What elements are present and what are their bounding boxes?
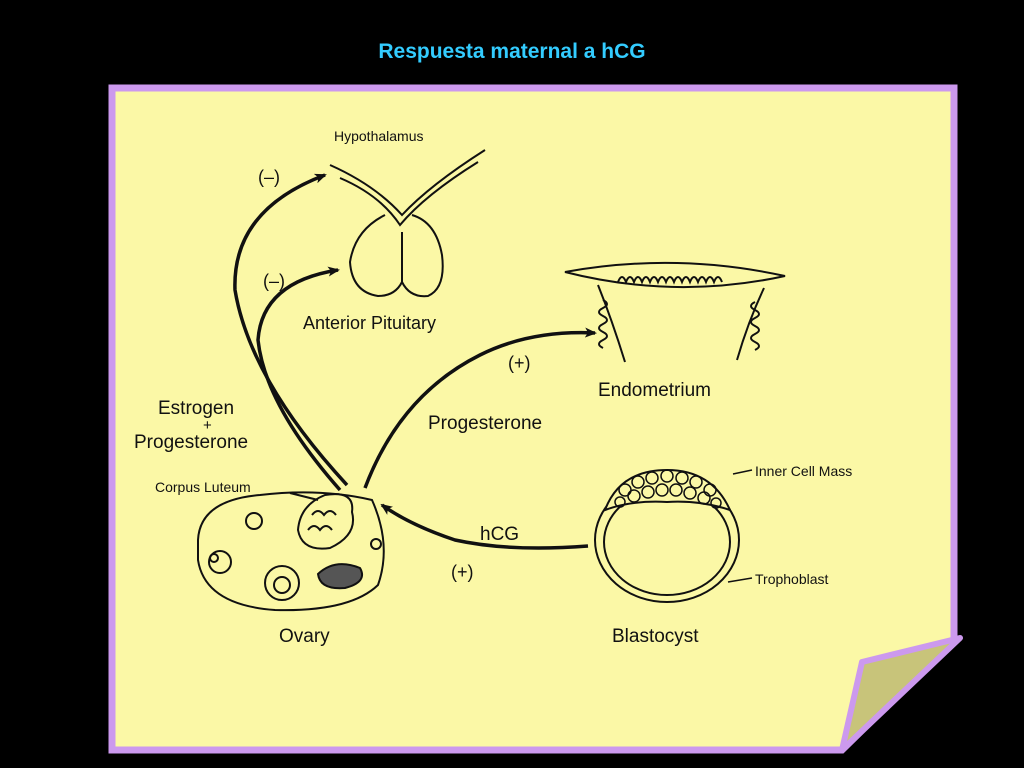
- pos-sign-endometrium: (+): [508, 353, 531, 373]
- arrow-to-pituitary: [256, 266, 342, 492]
- progesterone-mid-label: Progesterone: [428, 413, 542, 434]
- neg-sign-mid: (–): [263, 271, 285, 291]
- arrow-hcg: [380, 503, 589, 550]
- plus-label: +: [203, 417, 212, 434]
- hcg-label: hCG: [480, 524, 519, 545]
- endometrium-illustration: [564, 261, 786, 363]
- corpus-luteum-label: Corpus Luteum: [155, 479, 251, 495]
- trophoblast-label: Trophoblast: [755, 571, 829, 587]
- inner-cell-mass-label: Inner Cell Mass: [755, 463, 852, 479]
- anterior-pituitary-label: Anterior Pituitary: [303, 313, 436, 333]
- estrogen-label: Estrogen: [158, 398, 234, 419]
- slide-title: Respuesta maternal a hCG: [378, 40, 646, 63]
- hypothalamus-label: Hypothalamus: [334, 128, 424, 144]
- ovary-illustration: [197, 491, 385, 612]
- neg-sign-top: (–): [258, 167, 280, 187]
- arrow-to-endometrium: [363, 327, 597, 489]
- blastocyst-label: Blastocyst: [612, 626, 699, 647]
- blastocyst-illustration: [594, 468, 753, 603]
- ovary-label: Ovary: [279, 626, 330, 647]
- progesterone-left-label: Progesterone: [134, 432, 248, 453]
- pos-sign-hcg: (+): [451, 562, 474, 582]
- arrow-to-hypothalamus: [233, 173, 349, 487]
- page-curl: [839, 635, 963, 753]
- endometrium-label: Endometrium: [598, 380, 711, 401]
- pituitary-illustration: [329, 149, 486, 298]
